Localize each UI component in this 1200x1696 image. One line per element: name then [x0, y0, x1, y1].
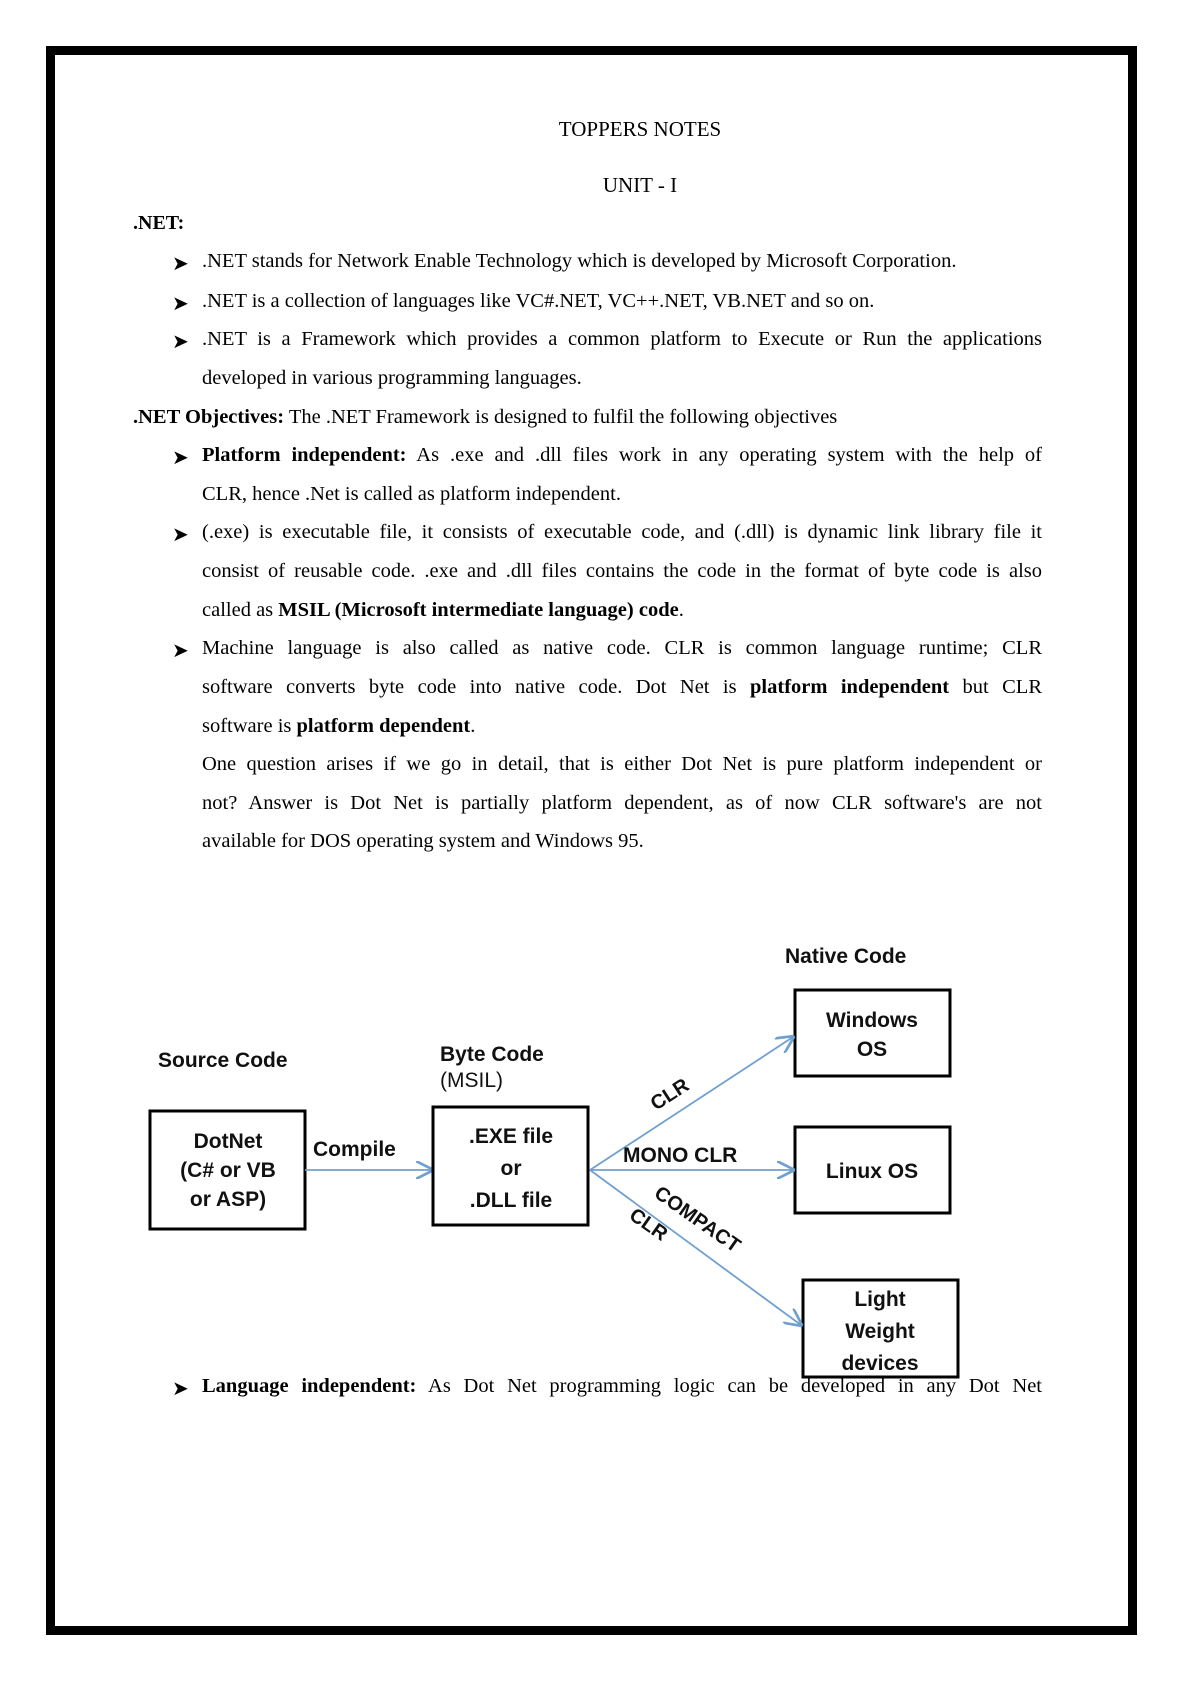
platform-line-1: Platform independent: As .exe and .dll f…	[202, 444, 1042, 467]
mono-clr-label: MONO CLR	[623, 1144, 737, 1167]
windows-box-line-2: OS	[857, 1038, 887, 1061]
platform-label: Platform independent:	[202, 444, 407, 466]
dotnet-box-line-3: or ASP)	[190, 1188, 266, 1211]
light-box-line-3: devices	[841, 1352, 918, 1375]
bullet-arrow-icon: ➤	[172, 524, 189, 546]
exe-box-line-3: .DLL file	[470, 1189, 552, 1212]
native-code-label: Native Code	[785, 945, 906, 968]
page-border	[46, 46, 1137, 1635]
windows-box-line-1: Windows	[826, 1009, 918, 1032]
exe-box	[431, 1105, 590, 1227]
bullet-arrow-icon: ➤	[172, 640, 189, 662]
dotnet-box-line-2: (C# or VB	[180, 1159, 276, 1182]
platform-dependent-bold: platform dependent	[296, 715, 471, 737]
dotnet-box-line-1: DotNet	[194, 1130, 263, 1153]
exe-line-3-post: .	[678, 599, 684, 621]
net-bullet-3-cont: developed in various programming languag…	[202, 367, 582, 389]
objectives-intro: The .NET Framework is designed to fulfil…	[284, 406, 838, 428]
exe-line-1: (.exe) is executable file, it consists o…	[202, 521, 1042, 543]
light-box-line-2: Weight	[845, 1320, 915, 1343]
msil-bold: MSIL (Microsoft intermediate language) c…	[278, 599, 679, 621]
document-title: TOPPERS NOTES	[558, 117, 722, 141]
net-bullet-2: .NET is a collection of languages like V…	[202, 290, 875, 312]
bullet-arrow-icon: ➤	[172, 1378, 189, 1400]
clr-label: CLR	[647, 1074, 694, 1115]
language-label: Language independent:	[202, 1375, 417, 1397]
question-line-1: One question arises if we go in detail, …	[202, 753, 1042, 775]
exe-line-2: consist of reusable code. .exe and .dll …	[202, 560, 1042, 582]
language-text: As Dot Net programming logic can be deve…	[416, 1375, 1042, 1397]
net-heading: .NET:	[133, 212, 185, 234]
linux-box	[793, 1125, 952, 1215]
question-line-3: available for DOS operating system and W…	[202, 830, 644, 852]
byte-code-label: Byte Code	[440, 1043, 544, 1066]
compile-label: Compile	[313, 1138, 396, 1161]
net-bullet-3: .NET is a Framework which provides a com…	[202, 328, 1042, 350]
light-box-line-1: Light	[854, 1288, 905, 1311]
clr-arrow	[589, 1037, 793, 1171]
objectives-heading: .NET Objectives:	[133, 406, 285, 428]
linux-box-label: Linux OS	[826, 1160, 918, 1183]
machine-line-2-post: but CLR	[949, 676, 1043, 698]
source-code-label: Source Code	[158, 1049, 288, 1072]
exe-line-3: called as MSIL (Microsoft intermediate l…	[202, 599, 684, 622]
machine-line-3-pre: software is	[202, 715, 297, 737]
light-weight-box	[801, 1278, 960, 1379]
language-line: Language independent: As Dot Net program…	[202, 1375, 1042, 1398]
machine-line-3-post: .	[470, 715, 476, 737]
machine-line-2-pre: software converts byte code into native …	[202, 676, 751, 698]
compact-label: COMPACT	[650, 1182, 744, 1257]
exe-box-line-1: .EXE file	[469, 1125, 553, 1148]
machine-line-2: software converts byte code into native …	[202, 676, 1042, 699]
net-bullet-1: .NET stands for Network Enable Technolog…	[202, 250, 957, 272]
objectives-line: .NET Objectives: The .NET Framework is d…	[133, 406, 837, 429]
exe-line-3-pre: called as	[202, 599, 279, 621]
compact-clr-arrow	[589, 1169, 801, 1325]
machine-line-3: software is platform dependent.	[202, 715, 475, 738]
machine-line-1: Machine language is also called as nativ…	[202, 637, 1042, 659]
bullet-arrow-icon: ➤	[172, 293, 189, 315]
unit-heading: UNIT - I	[602, 173, 678, 197]
bullet-arrow-icon: ➤	[172, 447, 189, 469]
bullet-arrow-icon: ➤	[172, 253, 189, 275]
platform-line-2: CLR, hence .Net is called as platform in…	[202, 483, 621, 505]
bullet-arrow-icon: ➤	[172, 331, 189, 353]
exe-box-line-2: or	[501, 1157, 522, 1180]
platform-independent-bold: platform independent	[750, 676, 950, 698]
msil-label: (MSIL)	[440, 1069, 503, 1092]
question-line-2: not? Answer is Dot Net is partially plat…	[202, 792, 1042, 814]
windows-box	[793, 988, 952, 1078]
platform-text: As .exe and .dll files work in any opera…	[406, 444, 1042, 466]
